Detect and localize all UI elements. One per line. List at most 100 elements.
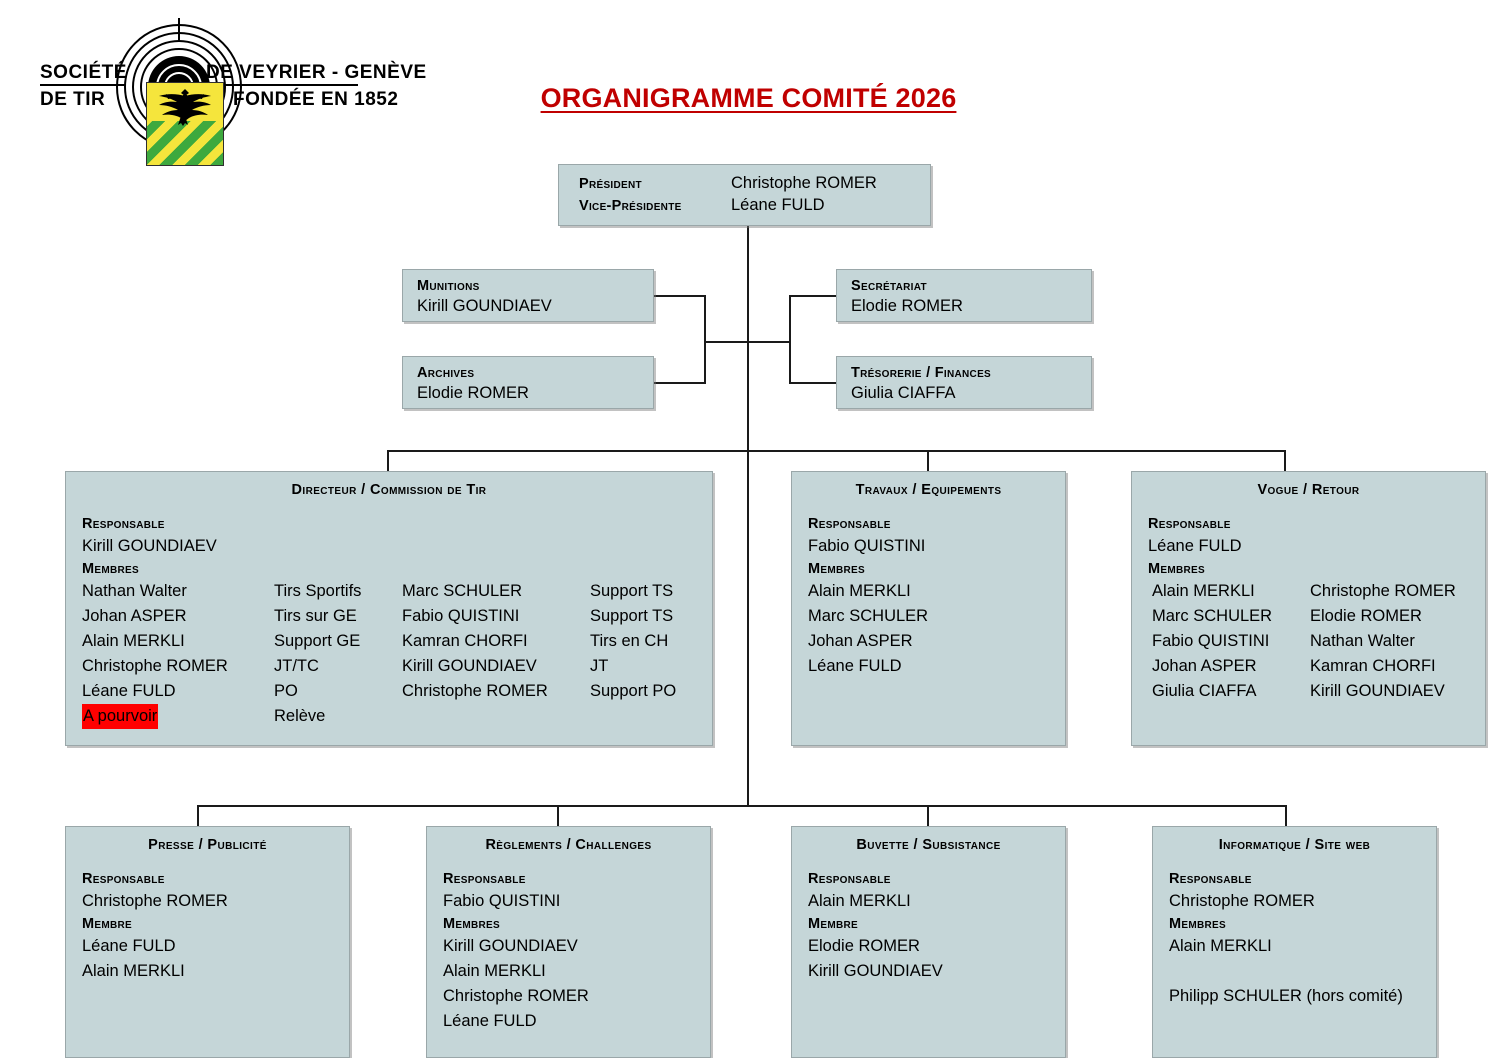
member-name: Elodie ROMER bbox=[1310, 607, 1422, 625]
vogue-body: Responsable Léane FULD Membres Alain MER… bbox=[1132, 498, 1485, 704]
travaux-equipements-box[interactable]: Travaux / Equipements Responsable Fabio … bbox=[791, 471, 1066, 746]
vogue-retour-box[interactable]: Vogue / Retour Responsable Léane FULD Me… bbox=[1131, 471, 1486, 746]
member-name: Marc SCHULER bbox=[402, 582, 523, 600]
connector-right-bracket-stub bbox=[747, 341, 791, 343]
travaux-responsable-name: Fabio QUISTINI bbox=[808, 537, 926, 555]
member-name: Léane FULD bbox=[443, 1012, 537, 1030]
informatique-body: Responsable Christophe ROMER Membres Ala… bbox=[1153, 853, 1436, 1009]
veyrier-coat-of-arms-icon bbox=[146, 82, 224, 166]
reglements-challenges-box[interactable]: Règlements / Challenges Responsable Fabi… bbox=[426, 826, 711, 1058]
buvette-subsistance-box[interactable]: Buvette / Subsistance Responsable Alain … bbox=[791, 826, 1066, 1058]
member-name: Alain MERKLI bbox=[1169, 937, 1272, 955]
presse-responsable-label: Responsable bbox=[82, 871, 165, 887]
tresorerie-name: Giulia CIAFFA bbox=[851, 384, 956, 402]
member-name: Kamran CHORFI bbox=[1310, 657, 1436, 675]
member-role: Support TS bbox=[590, 582, 674, 600]
connector-drop-reglements bbox=[557, 805, 559, 827]
informatique-membres-label: Membres bbox=[1169, 916, 1226, 932]
presse-body: Responsable Christophe ROMER Membre Léan… bbox=[66, 853, 349, 984]
member-role: Tirs sur GE bbox=[274, 607, 357, 625]
archives-name: Elodie ROMER bbox=[417, 384, 529, 402]
tresorerie-title: Trésorerie / Finances bbox=[851, 365, 992, 381]
informatique-responsable-name: Christophe ROMER bbox=[1169, 892, 1315, 910]
member-name: Fabio QUISTINI bbox=[1152, 632, 1270, 650]
member-name: Léane FULD bbox=[82, 937, 176, 955]
reglements-responsable-label: Responsable bbox=[443, 871, 526, 887]
member-name: Johan ASPER bbox=[808, 632, 913, 650]
logo-line-veyrier-geneve: DE VEYRIER - GENÈVE bbox=[206, 62, 427, 83]
member-vacancy-highlight: A pourvoir bbox=[82, 704, 159, 729]
member-name: Johan ASPER bbox=[1152, 657, 1257, 675]
buvette-membres-label: Membre bbox=[808, 916, 858, 932]
member-name: Elodie ROMER bbox=[808, 937, 920, 955]
member-name: Kirill GOUNDIAEV bbox=[402, 657, 537, 675]
secretariat-title: Secrétariat bbox=[851, 278, 927, 294]
buvette-body: Responsable Alain MERKLI Membre Elodie R… bbox=[792, 853, 1065, 984]
buvette-responsable-name: Alain MERKLI bbox=[808, 892, 911, 910]
archives-title: Archives bbox=[417, 365, 475, 381]
munitions-title: Munitions bbox=[417, 278, 480, 294]
reglements-membres-label: Membres bbox=[443, 916, 500, 932]
presse-publicite-box[interactable]: Presse / Publicité Responsable Christoph… bbox=[65, 826, 350, 1058]
direction-responsable-label: Responsable bbox=[82, 516, 165, 532]
connector-drop-informatique bbox=[1285, 805, 1287, 827]
member-name: Fabio QUISTINI bbox=[402, 607, 520, 625]
member-name: Alain MERKLI bbox=[82, 632, 185, 650]
munitions-name: Kirill GOUNDIAEV bbox=[417, 297, 552, 315]
reglements-title: Règlements / Challenges bbox=[485, 837, 652, 853]
connector-archives bbox=[654, 382, 706, 384]
vogue-title: Vogue / Retour bbox=[1257, 482, 1360, 498]
logo-line-fondee: FONDÉE EN 1852 bbox=[233, 89, 399, 110]
member-role: Support TS bbox=[590, 607, 674, 625]
direction-body: Responsable Kirill GOUNDIAEV Membres Nat… bbox=[66, 498, 712, 729]
munitions-box[interactable]: Munitions Kirill GOUNDIAEV bbox=[402, 269, 654, 322]
direction-membres-label: Membres bbox=[82, 561, 139, 577]
informatique-responsable-label: Responsable bbox=[1169, 871, 1252, 887]
member-role: Tirs Sportifs bbox=[274, 582, 362, 600]
member-name: Kirill GOUNDIAEV bbox=[808, 962, 943, 980]
president-box[interactable]: Président Christophe ROMER Vice-Présiden… bbox=[558, 164, 931, 226]
member-name: Léane FULD bbox=[82, 682, 176, 700]
travaux-body: Responsable Fabio QUISTINI Membres Alain… bbox=[792, 498, 1065, 679]
presse-title: Presse / Publicité bbox=[148, 837, 267, 853]
connector-trunk-main bbox=[747, 226, 749, 806]
logo-line-de-tir: DE TIR bbox=[40, 89, 106, 110]
secretariat-box[interactable]: Secrétariat Elodie ROMER bbox=[836, 269, 1092, 322]
vogue-members-grid: Alain MERKLI Christophe ROMER Marc SCHUL… bbox=[1148, 579, 1485, 704]
page-title: ORGANIGRAMME COMITÉ 2026 bbox=[540, 83, 957, 113]
member-role: JT bbox=[590, 657, 609, 675]
president-row: Président Christophe ROMER bbox=[579, 174, 930, 196]
connector-drop-buvette bbox=[927, 805, 929, 827]
member-name: Alain MERKLI bbox=[808, 582, 911, 600]
member-name: Marc SCHULER bbox=[808, 607, 929, 625]
connector-right-bracket bbox=[789, 295, 791, 384]
member-vacancy: A pourvoir bbox=[82, 704, 274, 729]
travaux-title: Travaux / Equipements bbox=[855, 482, 1002, 498]
vice-president-row: Vice-Présidente Léane FULD bbox=[579, 196, 930, 218]
informatique-site-web-box[interactable]: Informatique / Site web Responsable Chri… bbox=[1152, 826, 1437, 1058]
connector-drop-direction bbox=[387, 450, 389, 472]
member-name: Kamran CHORFI bbox=[402, 632, 528, 650]
vogue-membres-label: Membres bbox=[1148, 561, 1205, 577]
member-role: JT/TC bbox=[274, 657, 319, 675]
crest-eagle-icon bbox=[159, 89, 211, 126]
tresorerie-box[interactable]: Trésorerie / Finances Giulia CIAFFA bbox=[836, 356, 1092, 409]
president-name: Christophe ROMER bbox=[731, 174, 877, 192]
vice-president-name: Léane FULD bbox=[731, 196, 825, 214]
member-role: Support PO bbox=[590, 682, 677, 700]
buvette-responsable-label: Responsable bbox=[808, 871, 891, 887]
direction-title: Directeur / Commission de Tir bbox=[291, 482, 487, 498]
connector-tresorerie bbox=[790, 382, 838, 384]
crest-stripes bbox=[147, 121, 223, 165]
member-name: Johan ASPER bbox=[82, 607, 187, 625]
informatique-extra-member: Philipp SCHULER (hors comité) bbox=[1169, 987, 1403, 1005]
archives-box[interactable]: Archives Elodie ROMER bbox=[402, 356, 654, 409]
direction-commission-tir-box[interactable]: Directeur / Commission de Tir Responsabl… bbox=[65, 471, 713, 746]
presse-membres-label: Membre bbox=[82, 916, 132, 932]
president-label: Président bbox=[579, 176, 642, 192]
connector-left-bracket bbox=[704, 295, 706, 384]
member-name bbox=[402, 704, 590, 729]
member-name: Alain MERKLI bbox=[1152, 582, 1255, 600]
member-name: Kirill GOUNDIAEV bbox=[1310, 682, 1445, 700]
